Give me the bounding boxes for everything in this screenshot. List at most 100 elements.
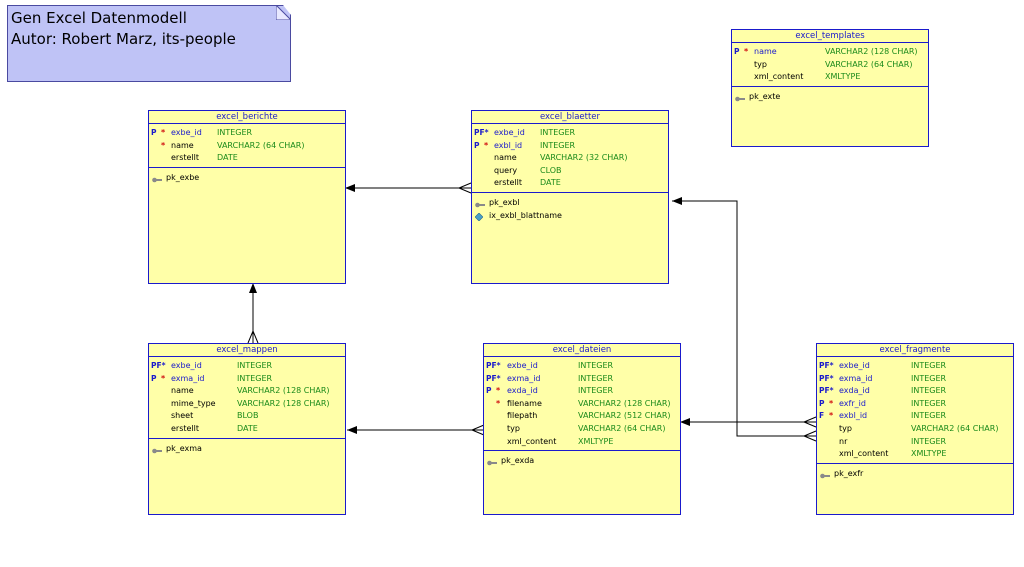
column-type: INTEGER bbox=[237, 361, 273, 370]
column-name: exma_id bbox=[839, 373, 873, 383]
mandatory-marker: * bbox=[496, 386, 501, 396]
key-icon bbox=[487, 458, 497, 466]
column-type: INTEGER bbox=[911, 436, 947, 446]
table-title: excel_dateien bbox=[484, 344, 680, 357]
index-row[interactable]: pk_exfr bbox=[817, 468, 1013, 481]
index-name: pk_exbl bbox=[489, 197, 520, 207]
index-row[interactable]: pk_exte bbox=[732, 91, 928, 104]
key-marker: F bbox=[819, 411, 825, 421]
crowfoot-fragmente-dateien bbox=[802, 416, 817, 428]
column-name: xml_content bbox=[839, 449, 889, 459]
column-name: mime_type bbox=[171, 398, 216, 408]
column-row[interactable]: xml_content XMLTYPE bbox=[732, 71, 928, 84]
index-row[interactable]: pk_exbl bbox=[472, 197, 668, 210]
column-name: exbe_id bbox=[171, 128, 202, 137]
column-name: filename bbox=[507, 398, 542, 408]
column-name: name bbox=[171, 140, 194, 150]
column-type: INTEGER bbox=[578, 361, 614, 370]
column-name: sheet bbox=[171, 411, 194, 421]
column-row[interactable]: mime_type VARCHAR2 (128 CHAR) bbox=[149, 398, 345, 411]
column-name: exma_id bbox=[507, 373, 541, 383]
mandatory-marker: * bbox=[161, 128, 166, 137]
index-list: pk_exbe bbox=[149, 168, 345, 185]
column-type: INTEGER bbox=[540, 140, 576, 150]
column-name: exbe_id bbox=[839, 361, 870, 370]
mandatory-marker: * bbox=[161, 140, 166, 150]
column-type: INTEGER bbox=[911, 373, 947, 383]
column-row[interactable]: erstellt DATE bbox=[149, 152, 345, 165]
index-name: ix_exbl_blattname bbox=[489, 210, 562, 220]
table-title: excel_fragmente bbox=[817, 344, 1013, 357]
column-name: erstellt bbox=[171, 423, 200, 433]
column-type: VARCHAR2 (128 CHAR) bbox=[237, 398, 330, 408]
column-type: XMLTYPE bbox=[825, 72, 861, 82]
column-name: erstellt bbox=[494, 178, 523, 188]
index-list: pk_exda bbox=[484, 451, 680, 468]
column-type: VARCHAR2 (64 CHAR) bbox=[825, 59, 913, 69]
column-name: typ bbox=[507, 423, 520, 433]
key-marker: P bbox=[151, 128, 157, 137]
column-row[interactable]: PF* exbe_id INTEGER bbox=[817, 360, 1013, 373]
arrowhead-mappen bbox=[347, 426, 357, 434]
index-name: pk_exfr bbox=[834, 468, 864, 478]
mandatory-marker: * bbox=[744, 47, 749, 56]
index-diamond-icon bbox=[474, 212, 485, 221]
column-type: VARCHAR2 (64 CHAR) bbox=[911, 423, 999, 433]
index-row[interactable]: ix_exbl_blattname bbox=[472, 210, 668, 223]
column-name: xml_content bbox=[754, 72, 804, 82]
column-name: query bbox=[494, 165, 518, 175]
rel-fragmente-blaetter bbox=[672, 200, 816, 437]
column-name: exbl_id bbox=[494, 140, 523, 150]
crowfoot-fragmente-blaetter bbox=[802, 430, 817, 442]
column-type: INTEGER bbox=[911, 361, 947, 370]
column-name: typ bbox=[839, 423, 852, 433]
index-row[interactable]: pk_exbe bbox=[149, 172, 345, 185]
column-name: erstellt bbox=[171, 153, 200, 163]
key-marker: PF* bbox=[819, 361, 834, 370]
table-title: excel_templates bbox=[732, 30, 928, 43]
index-row[interactable]: pk_exma bbox=[149, 443, 345, 456]
column-type: INTEGER bbox=[578, 386, 614, 396]
column-row[interactable]: typ VARCHAR2 (64 CHAR) bbox=[817, 423, 1013, 436]
index-name: pk_exte bbox=[749, 91, 781, 101]
index-row[interactable]: pk_exda bbox=[484, 455, 680, 468]
key-marker: P bbox=[151, 373, 157, 383]
column-type: DATE bbox=[217, 153, 238, 163]
